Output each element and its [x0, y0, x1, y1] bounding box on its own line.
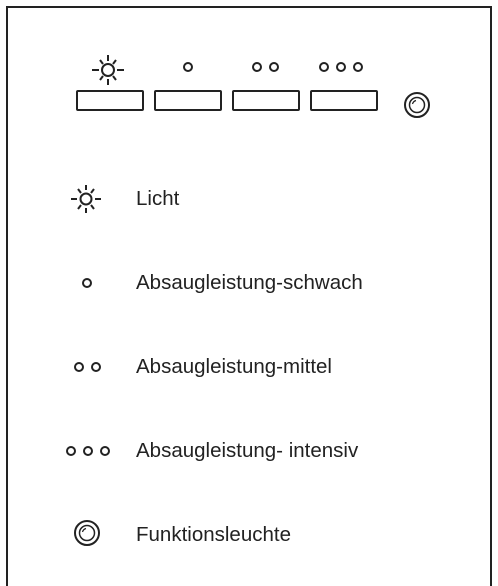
legend-label-suction-medium: Absaugleistung-mittel: [136, 355, 332, 378]
function-light-button[interactable]: [402, 90, 432, 120]
suction-medium-key[interactable]: [232, 90, 300, 111]
legend-item-light: Licht: [0, 179, 498, 219]
three-dot-icon: [319, 62, 363, 72]
suction-high-key[interactable]: [310, 90, 378, 111]
light-key[interactable]: [76, 90, 144, 111]
legend-item-suction-medium: Absaugleistung-mittel: [0, 347, 498, 387]
legend-label-function-light: Funktionsleuchte: [136, 523, 291, 546]
control-strip: [0, 0, 498, 140]
legend-label-suction-high: Absaugleistung- intensiv: [136, 439, 359, 462]
one-dot-icon: [82, 278, 92, 288]
legend-item-suction-low: Absaugleistung-schwach: [0, 263, 498, 303]
two-dot-icon: [74, 362, 101, 372]
light-icon: [92, 55, 124, 85]
legend-label-suction-low: Absaugleistung-schwach: [136, 271, 363, 294]
one-dot-icon: [183, 62, 193, 72]
function-light-icon: [74, 520, 100, 546]
two-dot-icon: [252, 62, 279, 72]
legend-item-suction-high: Absaugleistung- intensiv: [0, 431, 498, 471]
control-panel-diagram: [6, 6, 492, 586]
legend-item-function-light: Funktionsleuchte: [0, 515, 498, 555]
three-dot-icon: [66, 446, 110, 456]
suction-low-key[interactable]: [154, 90, 222, 111]
light-icon: [71, 185, 101, 213]
legend-label-light: Licht: [136, 187, 180, 210]
